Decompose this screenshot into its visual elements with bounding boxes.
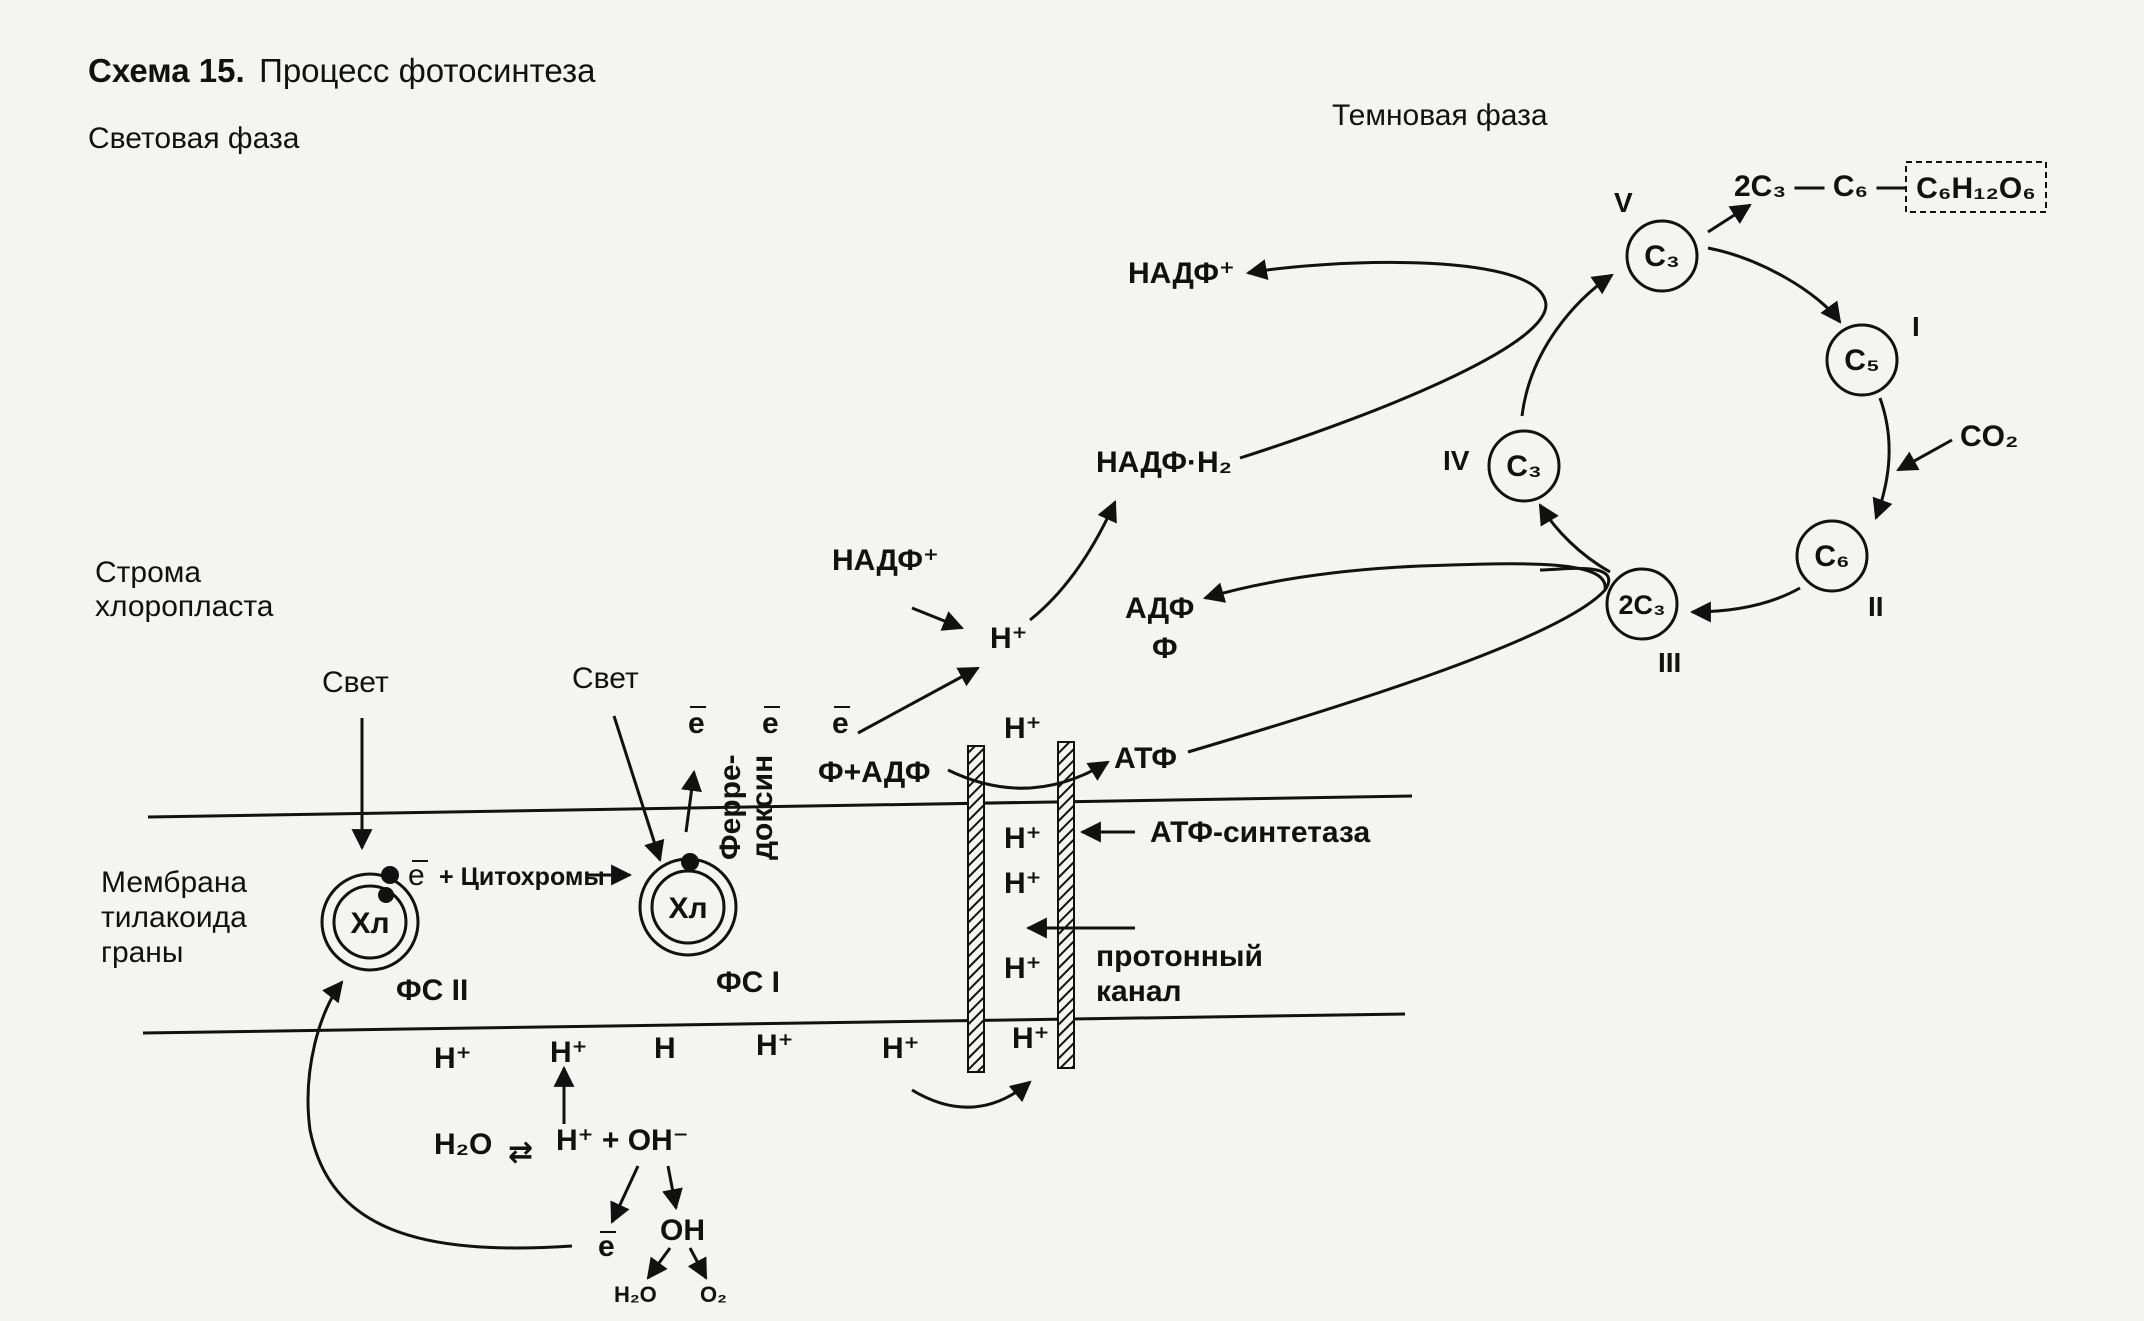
calvin-to-adp-arrow xyxy=(1202,562,1607,603)
cycle-arrow-iii-iv xyxy=(1538,503,1611,574)
oh-label: ОН xyxy=(660,1214,705,1247)
ferredoxin-label: Ферре- доксин xyxy=(714,746,779,860)
water-electron: e xyxy=(598,1230,615,1263)
hplus-channel-bottom: Н⁺ xyxy=(1012,1022,1050,1055)
phosphate-adp-label: Ф+АДФ xyxy=(818,756,931,789)
oh-to-h2o-arrow xyxy=(646,1247,672,1280)
electron-1: e xyxy=(688,707,705,740)
electron-cyto-text: e + Цитохромы xyxy=(408,859,605,892)
dark-phase-label: Темновая фаза xyxy=(1332,99,1548,132)
cycle-node-iv-roman: IV xyxy=(1443,445,1470,476)
cycle-node-iv-label: C₃ xyxy=(1506,450,1542,483)
ps1-core-label: Хл xyxy=(668,892,707,925)
title-number: Схема 15. xyxy=(88,52,245,89)
h-lumen-3: Н xyxy=(654,1032,676,1065)
nadp-output-label: НАДФ⁺ xyxy=(1128,257,1235,290)
equilibrium-sign: ⇄ xyxy=(508,1136,533,1169)
hplus-lumen-5: Н⁺ xyxy=(882,1032,920,1065)
stroma-label: Строма хлоропласта xyxy=(95,556,274,623)
proton-channel-left-wall xyxy=(967,745,985,1073)
electron-to-ps2-arrow xyxy=(306,980,573,1250)
diagram-title: Схема 15. Процесс фотосинтеза xyxy=(88,52,596,89)
title-text: Процесс фотосинтеза xyxy=(259,52,596,89)
cycle-node-ii-roman: II xyxy=(1868,591,1884,622)
oxygen-label: О₂ xyxy=(700,1282,727,1307)
electron-symbol: e xyxy=(408,859,425,892)
water-products-label: Н⁺ + ОН⁻ xyxy=(556,1124,689,1157)
cycle-arrow-iv-v xyxy=(1520,273,1614,417)
atp-label: АТФ xyxy=(1114,742,1177,775)
cycle-output-arrow xyxy=(1707,203,1752,234)
ps2-core-label: Хл xyxy=(350,907,389,940)
cycle-node-i-label: C₅ xyxy=(1844,344,1879,377)
calvin-cycle: C₅ I C₆ II 2C₃ III C₃ IV C₃ V CO₂ 2C₃ — … xyxy=(1443,161,2047,678)
atp-to-calvin-arrow xyxy=(1187,566,1611,754)
cycle-arrow-i-ii xyxy=(1872,397,1893,520)
cycle-node-i-roman: I xyxy=(1912,311,1920,342)
cycle-node-v-roman: V xyxy=(1614,187,1633,218)
cycle-output-chain: 2C₃ — C₆ — xyxy=(1734,170,1907,203)
proton-channel-right-wall xyxy=(1057,741,1075,1069)
hplus-channel-2: Н⁺ xyxy=(1004,867,1042,900)
nadph-to-calvin-loop xyxy=(1239,259,1548,460)
light-arrow-ps1 xyxy=(612,715,665,863)
hplus-lumen-4: Н⁺ xyxy=(756,1029,794,1062)
hplus-channel-3: Н⁺ xyxy=(1004,952,1042,985)
photosystem-1: Хл xyxy=(638,853,738,957)
hplus-lumen-1: Н⁺ xyxy=(434,1042,472,1075)
light-phase-label: Световая фаза xyxy=(88,122,300,155)
glucose-label: C₆H₁₂O₆ xyxy=(1916,172,2036,205)
cycle-node-iii-label: 2C₃ xyxy=(1619,590,1666,620)
cycle-arrow-ii-iii xyxy=(1689,586,1801,623)
hplus-channel-1: Н⁺ xyxy=(1004,822,1042,855)
cycle-arrow-v-i xyxy=(1707,246,1842,324)
cytochromes-label: + Цитохромы xyxy=(439,863,605,891)
adp-to-atp-arrow xyxy=(947,760,1110,790)
electron-3: e xyxy=(832,707,849,740)
co2-label: CO₂ xyxy=(1960,420,2018,453)
hplus-channel-top: Н⁺ xyxy=(1004,712,1042,745)
membrane-top-line xyxy=(147,794,1413,819)
hplus-to-nadph-arrow xyxy=(1029,500,1117,622)
glucose-box xyxy=(1905,161,2047,213)
ps1-label: ФС I xyxy=(716,966,780,999)
proton-channel-label: протонный канал xyxy=(1096,940,1271,1008)
oh-to-electron-arrow xyxy=(610,1165,640,1224)
phosphate-label: Ф xyxy=(1152,632,1178,665)
co2-arrow xyxy=(1896,438,1953,472)
ps2-label: ФС II xyxy=(396,974,468,1007)
oh-to-o2-arrow xyxy=(687,1247,708,1280)
light-label-ps1: Свет xyxy=(572,662,639,695)
electron-2: e xyxy=(762,707,779,740)
electron-to-hplus-arrow xyxy=(857,666,980,735)
hplus-lumen-2: Н⁺ xyxy=(550,1036,588,1069)
membrane-bottom-line xyxy=(142,1012,1406,1035)
lumen-to-channel-arrow xyxy=(911,1080,1032,1109)
adp-label: АДФ xyxy=(1125,592,1194,625)
ps1-electron-up-arrow xyxy=(681,769,702,833)
cycle-node-v-label: C₃ xyxy=(1644,240,1680,273)
nadph2-label: НАДФ·Н₂ xyxy=(1096,446,1232,479)
membrane-label: Мембрана тилакоида граны xyxy=(101,866,255,969)
nadp-to-hplus-arrow xyxy=(911,606,964,631)
water-label: Н₂О xyxy=(434,1128,492,1161)
oh-to-oh-arrow xyxy=(662,1165,683,1211)
water-out-label: Н₂О xyxy=(614,1282,657,1307)
cycle-node-ii-label: C₆ xyxy=(1814,540,1849,573)
nadp-input-label: НАДФ⁺ xyxy=(832,544,939,577)
atp-synthase-label: АТФ-синтетаза xyxy=(1150,816,1370,849)
light-label-ps2: Свет xyxy=(322,666,389,699)
hplus-stroma: Н⁺ xyxy=(990,622,1028,655)
photosystem-2: Хл xyxy=(320,866,420,972)
cycle-node-iii-roman: III xyxy=(1658,647,1681,678)
